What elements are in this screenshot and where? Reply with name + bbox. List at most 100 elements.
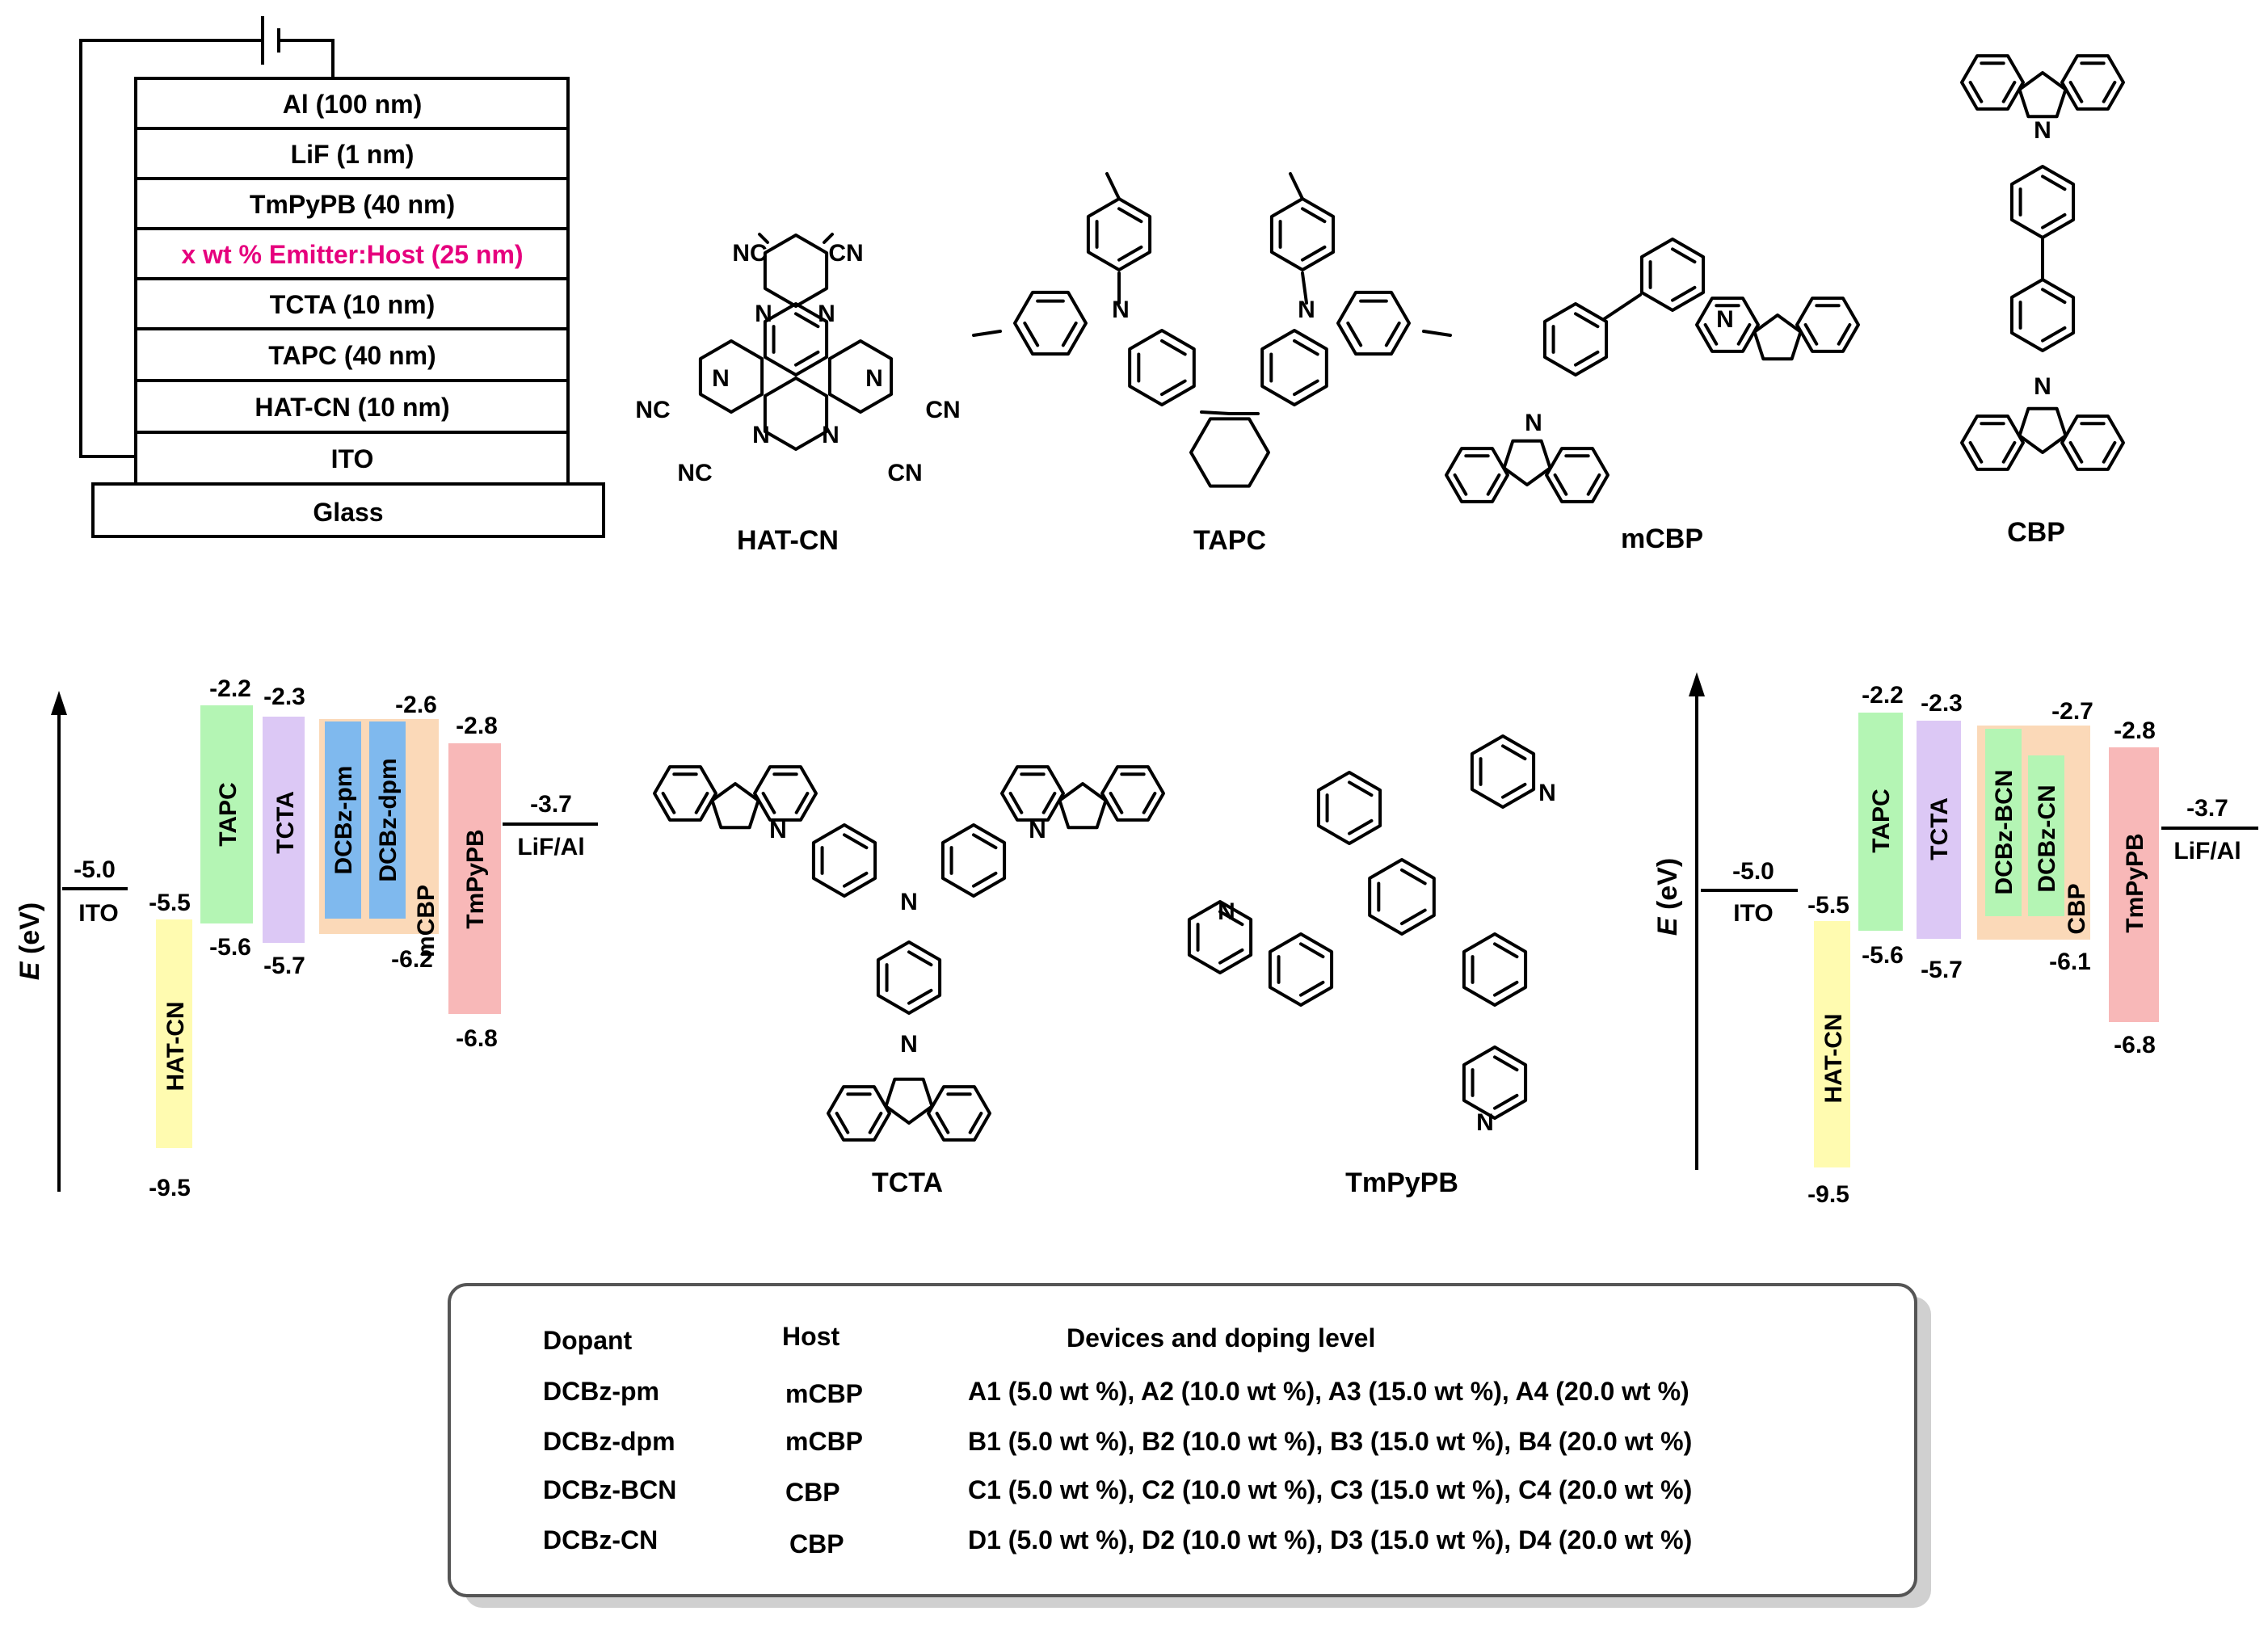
tmpypb-central	[1368, 858, 1436, 936]
tapc-bond-4	[1301, 271, 1308, 305]
cbp-ring-top-db	[2041, 175, 2067, 191]
tmpypb-pyridine-top-db	[1501, 782, 1527, 799]
tcta-carbazole-bottom-ring-b-db	[968, 1112, 983, 1134]
layer-label-tcta: TCTA (10 nm)	[270, 290, 435, 319]
layer-label-al: Al (100 nm)	[283, 90, 422, 119]
bar-tmpypb-right-label: TmPyPB	[2122, 833, 2148, 932]
caption-hatcn: HAT-CN	[737, 525, 839, 556]
tmpypb-phenyl-right-db	[1493, 942, 1519, 959]
tapc-methyl-top-left	[1105, 172, 1121, 200]
layer-label-hatcn: HAT-CN (10 nm)	[255, 393, 449, 422]
caption-tapc: TAPC	[1193, 525, 1266, 556]
bar-dcbz-dpm-label: DCBz-dpm	[375, 758, 402, 881]
bar-mcbp-left-label: mCBP	[413, 885, 440, 957]
mcbp-ring-right-db	[1671, 285, 1697, 302]
tmpypb-central-db	[1400, 868, 1427, 886]
mcbp-carbazole-right-ring-b-db	[1837, 323, 1852, 346]
tcta-carbazole-right-ring-a	[1000, 765, 1065, 822]
bar-tapc-right-top: -2.2	[1862, 682, 1904, 709]
table-row-3-dopant: DCBz-BCN	[543, 1475, 676, 1504]
mcbp-ring-left-db	[1574, 350, 1600, 367]
tcta-carbazole-left-ring-b-db	[794, 792, 810, 814]
circuit-wire-right	[279, 39, 335, 78]
mcbp-ring-right	[1639, 238, 1706, 312]
cbp-carbazole-top-pent	[2018, 71, 2068, 119]
tcta-carbazole-left-ring-b	[753, 765, 818, 822]
cbp-carbazole-bottom-ring-b	[2060, 414, 2125, 471]
tmpypb-pyridine-bottom-db	[1493, 1055, 1519, 1072]
bar-tmpypb-right	[2109, 747, 2159, 1022]
tmpypb-phenyl-top-db	[1348, 818, 1374, 835]
bar-hatcn-left-top: -5.5	[149, 890, 191, 916]
table-header-devices: Devices and doping level	[1067, 1323, 1375, 1352]
cathode-label-left: LiF/Al	[517, 834, 584, 860]
tapc-tol-left-db	[1023, 322, 1040, 347]
ito-label-left: ITO	[78, 900, 118, 927]
mcbp-carbazole-left-ring-a-db	[1486, 473, 1501, 496]
molecule-structures	[653, 54, 2125, 1142]
layer-label-tapc: TAPC (40 nm)	[268, 341, 436, 370]
tcta-carbazole-bottom-pent	[884, 1077, 934, 1125]
tcta-ring-right-db	[972, 871, 998, 888]
hatcn-core-1	[763, 302, 829, 377]
table-row-4-dopant: DCBz-CN	[543, 1525, 658, 1554]
bar-hatcn-left	[156, 919, 192, 1148]
mcbp-carbazole-left-ring-a	[1445, 447, 1509, 503]
hatcn-core-2	[763, 377, 829, 451]
tcta-carbazole-right-ring-a-db	[1041, 792, 1057, 814]
hatcn-n-4: N	[865, 365, 883, 392]
tcta-ring-right	[940, 823, 1007, 898]
hatcn-cn-2: CN	[828, 240, 863, 267]
bar-tapc-left-top: -2.2	[209, 675, 251, 702]
bar-hatcn-right-bottom: -9.5	[1807, 1181, 1849, 1208]
cbp-carbazole-top-ring-a-db	[1968, 81, 1984, 103]
mcbp-carbazole-right-ring-a-db	[1703, 323, 1719, 346]
hatcn-pyrazine-left	[698, 339, 764, 414]
tcta-ring-bottom-db	[907, 988, 933, 1005]
layer-label-emitter: x wt % Emitter:Host (25 nm)	[181, 240, 523, 269]
table-row-3-devices: C1 (5.0 wt %), C2 (10.0 wt %), C3 (15.0 …	[968, 1475, 1692, 1504]
tmpypb-pyridine-left	[1187, 900, 1253, 974]
hatcn-n-6: N	[822, 422, 839, 448]
table-row-3-host: CBP	[785, 1478, 840, 1507]
cbp-carbazole-bottom-ring-a-db	[1968, 441, 1984, 464]
bar-tapc-right-label: TAPC	[1868, 789, 1895, 852]
tmpypb-n-1: N	[1538, 780, 1556, 806]
mcbp-carbazole-left-ring-a-db	[1453, 473, 1468, 496]
tcta-n-bottom: N	[900, 1031, 918, 1058]
tapc-n-left: N	[1112, 297, 1130, 323]
tapc-tol-right	[1336, 290, 1411, 356]
layer-glass	[91, 482, 605, 538]
bar-dcbz-bcn	[1985, 729, 2022, 916]
tmpypb-n-3: N	[1476, 1109, 1494, 1136]
tcta-n-right: N	[1029, 817, 1046, 843]
table-row-1-devices: A1 (5.0 wt %), A2 (10.0 wt %), A3 (15.0 …	[968, 1377, 1689, 1406]
tmpypb-phenyl-right	[1462, 932, 1528, 1007]
bar-tcta-left	[263, 717, 305, 943]
bar-dcbz-pm	[325, 721, 361, 919]
tapc-ring-left-db	[1160, 379, 1187, 397]
n-atom-labels: N N N N N N N N N N N N N	[769, 117, 2051, 1136]
bar-tcta-left-label: TCTA	[272, 791, 299, 854]
cbp-carbazole-top-ring-a-db	[2001, 81, 2017, 103]
cbp-ring-bottom	[2009, 278, 2076, 352]
tapc-tol-right-db	[1346, 322, 1363, 347]
bar-mcbp-left-bottom: -6.2	[391, 946, 433, 973]
tapc-tol-left-db	[1061, 322, 1078, 347]
tmpypb-n-2: N	[1218, 898, 1235, 925]
ito-label-right: ITO	[1733, 900, 1773, 927]
bar-mcbp-left-top: -2.6	[395, 692, 437, 718]
bar-tcta-right-bottom: -5.7	[1921, 957, 1963, 983]
bar-tapc-right-bottom: -5.6	[1862, 942, 1904, 969]
caption-tmpypb: TmPyPB	[1345, 1167, 1458, 1198]
device-table: Dopant Host Devices and doping level DCB…	[448, 1283, 1931, 1608]
mcbp-carbazole-right-ring-a-db	[1736, 323, 1752, 346]
tmpypb-phenyl-left	[1268, 932, 1334, 1007]
mcbp-carbazole-left-pent	[1502, 439, 1552, 486]
tcta-carbazole-left-ring-b-db	[761, 792, 776, 814]
table-row-2-dopant: DCBz-dpm	[543, 1427, 675, 1456]
bar-hatcn-left-bottom: -9.5	[149, 1175, 191, 1201]
table-row-4-devices: D1 (5.0 wt %), D2 (10.0 wt %), D3 (15.0 …	[968, 1525, 1692, 1554]
energy-diagram-right: E (eV) -5.0 ITO HAT-CN -5.5 -9.5 TAPC -2…	[1652, 672, 2258, 1208]
bar-tcta-right-label: TCTA	[1926, 797, 1953, 860]
